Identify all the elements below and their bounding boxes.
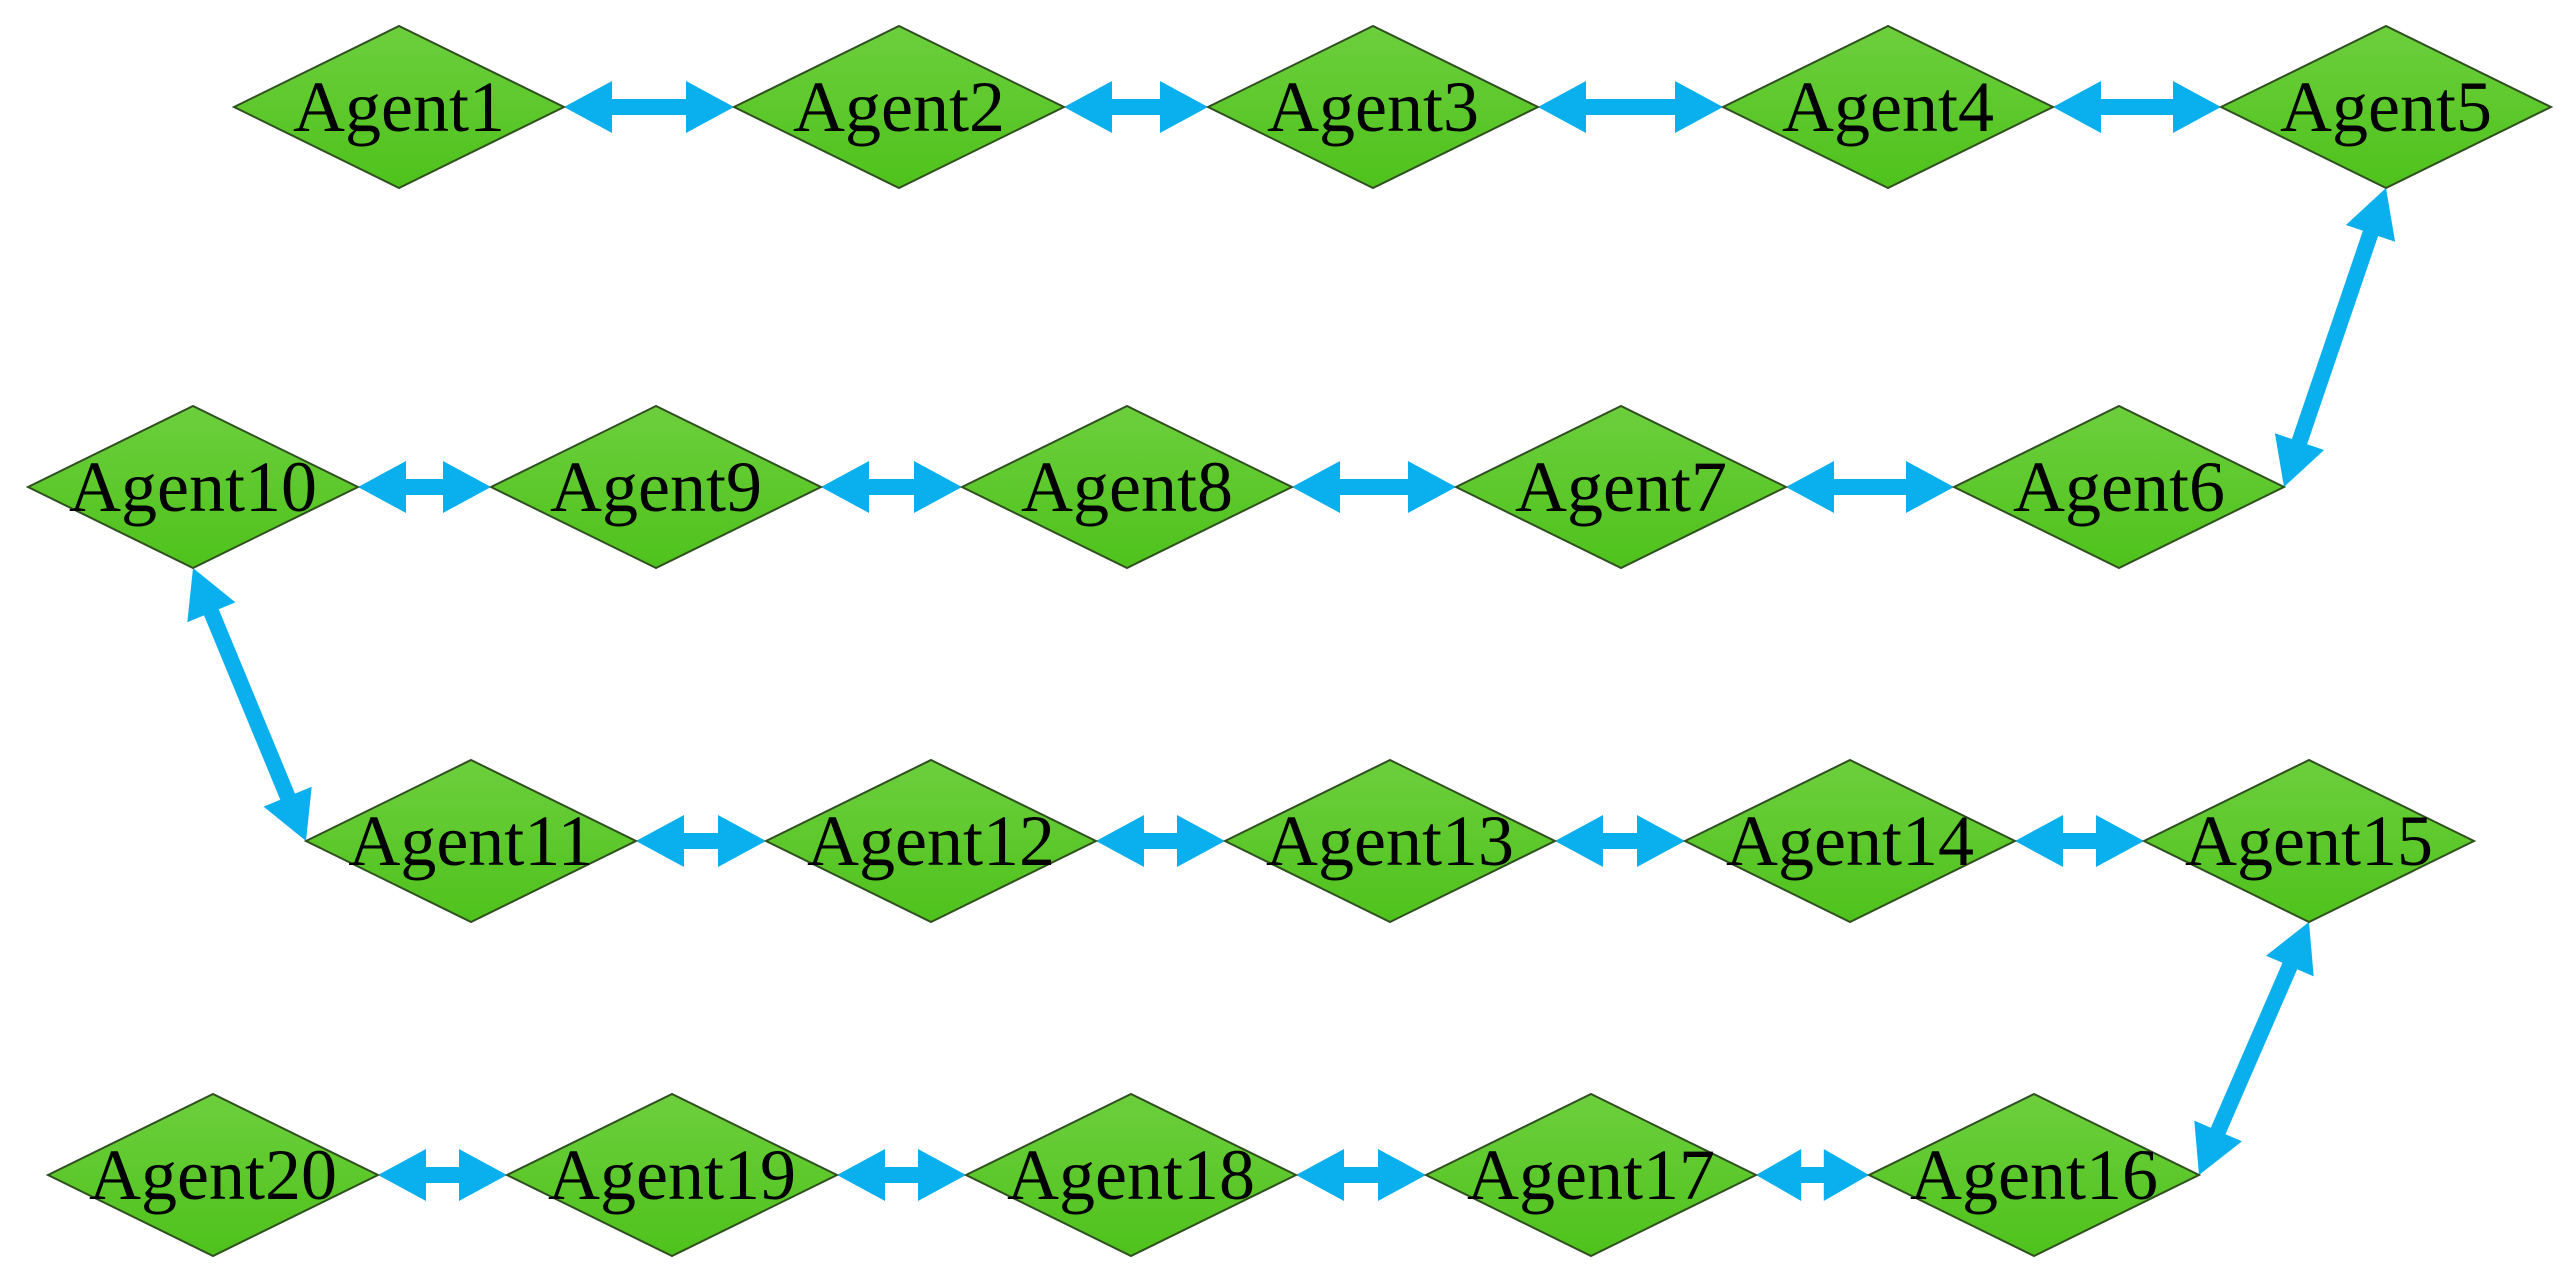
agent-node-11: Agent11 [303,758,639,924]
agent-node-shape [1423,1092,1759,1258]
edge-a19-a20-arrow [378,1149,507,1201]
agent-node-shape [303,758,639,924]
edge-a16-a17-arrow [1756,1149,1869,1201]
agent-node-18: Agent18 [963,1092,1299,1258]
agent-node-label: Agent4 [1782,67,1994,147]
agent-node-label: Agent17 [1467,1135,1715,1215]
agent-node-label: Agent14 [1726,801,1974,881]
agent-node-label: Agent10 [69,447,317,527]
edge-a6-a7-arrow [1786,461,1954,513]
edge-a4-a5-arrow [2053,81,2221,133]
agent-node-16: Agent16 [1866,1092,2202,1258]
edge-a2-a3-arrow [1064,81,1208,133]
agent-node-label: Agent6 [2013,447,2225,527]
agent-node-shape [2141,758,2477,924]
agent-node-label: Agent19 [548,1135,796,1215]
agent-node-shape [2218,24,2554,190]
edge-a14-a15-arrow [2015,815,2144,867]
edge-a18-a19-arrow [837,1149,966,1201]
agent-node-4: Agent4 [1720,24,2056,190]
agent-node-3: Agent3 [1205,24,1541,190]
agent-node-label: Agent8 [1021,447,1233,527]
agent-node-shape [45,1092,381,1258]
agent-node-15: Agent15 [2141,758,2477,924]
agent-node-shape [231,24,567,190]
agent-node-7: Agent7 [1453,404,1789,570]
edge-a1-a2-arrow [564,81,734,133]
agent-node-10: Agent10 [25,404,361,570]
agent-node-20: Agent20 [45,1092,381,1258]
edge-a3-a4-arrow [1538,81,1723,133]
agent-node-label: Agent5 [2280,67,2492,147]
agent-node-label: Agent20 [89,1135,337,1215]
agent-node-label: Agent12 [807,801,1055,881]
agent-node-12: Agent12 [763,758,1099,924]
agent-node-shape [731,24,1067,190]
edges-layer [187,81,2396,1201]
edge-a11-a12-arrow [636,815,766,867]
agent-node-label: Agent16 [1910,1135,2158,1215]
agent-node-label: Agent18 [1007,1135,1255,1215]
agent-node-9: Agent9 [488,404,824,570]
agent-node-label: Agent9 [550,447,762,527]
edge-a7-a8-arrow [1292,461,1456,513]
agent-node-13: Agent13 [1222,758,1558,924]
agent-node-shape [1682,758,2018,924]
agent-node-2: Agent2 [731,24,1067,190]
agent-node-shape [763,758,1099,924]
agent-node-5: Agent5 [2218,24,2554,190]
agent-node-shape [959,404,1295,570]
agent-node-shape [1720,24,2056,190]
agent-node-shape [1951,404,2287,570]
agent-node-8: Agent8 [959,404,1295,570]
agent-node-1: Agent1 [231,24,567,190]
agent-node-14: Agent14 [1682,758,2018,924]
edge-a10-a11-arrow [187,568,312,841]
edge-a17-a18-arrow [1296,1149,1426,1201]
edge-a15-a16-arrow [2194,922,2314,1175]
agent-node-label: Agent11 [348,801,593,881]
agent-node-shape [1866,1092,2202,1258]
agent-node-label: Agent3 [1267,67,1479,147]
agent-node-17: Agent17 [1423,1092,1759,1258]
agent-node-shape [1453,404,1789,570]
edge-a13-a14-arrow [1555,815,1685,867]
agent-node-label: Agent13 [1266,801,1514,881]
edge-a5-a6-arrow [2274,188,2396,487]
agent-node-shape [488,404,824,570]
agent-node-shape [1205,24,1541,190]
agent-node-label: Agent7 [1515,447,1727,527]
agent-node-shape [25,404,361,570]
edge-a8-a9-arrow [821,461,962,513]
agent-node-6: Agent6 [1951,404,2287,570]
agent-node-label: Agent2 [793,67,1005,147]
agent-node-19: Agent19 [504,1092,840,1258]
edge-a9-a10-arrow [358,461,491,513]
edge-a12-a13-arrow [1096,815,1225,867]
agent-node-label: Agent15 [2185,801,2433,881]
agent-node-shape [1222,758,1558,924]
agent-node-shape [504,1092,840,1258]
agent-node-label: Agent1 [293,67,505,147]
agent-node-shape [963,1092,1299,1258]
